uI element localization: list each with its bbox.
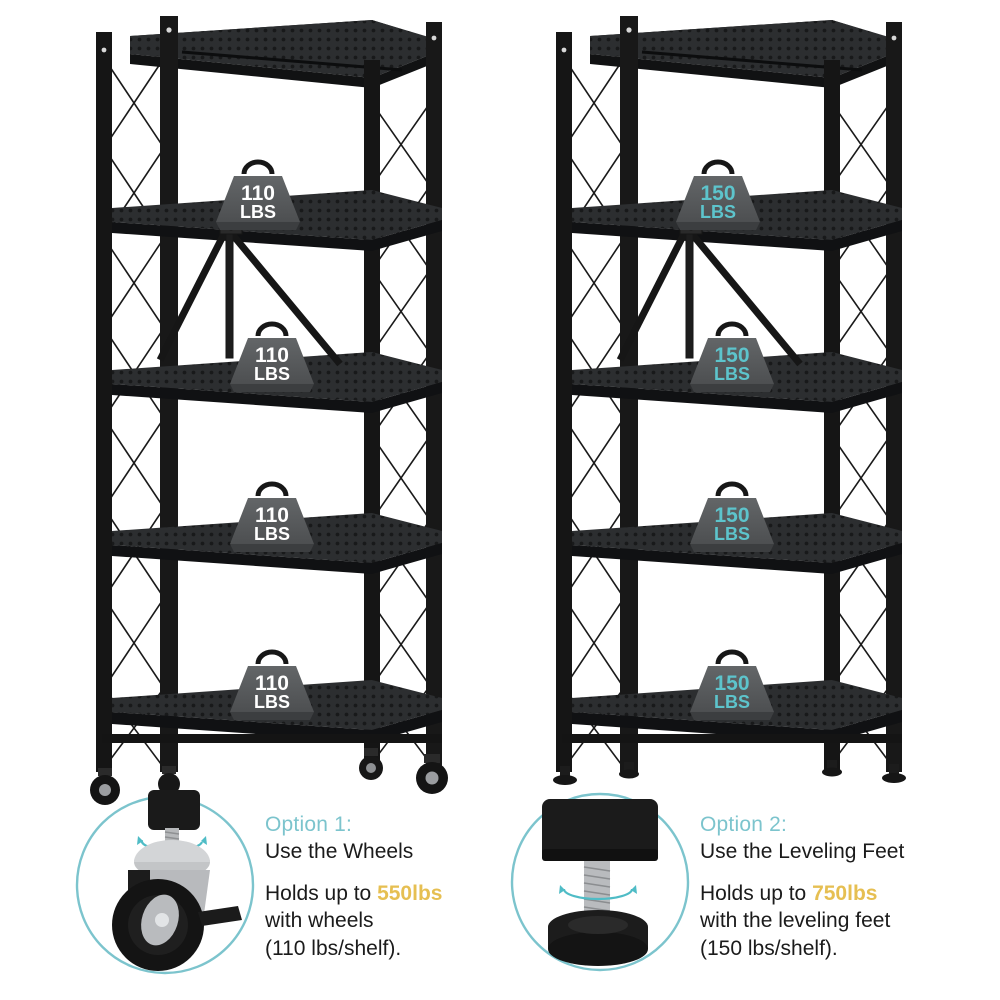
post-front-left (96, 32, 112, 772)
caster-wheel-rear-left (158, 766, 180, 795)
option-1-capacity-highlight: 550lbs (377, 881, 443, 905)
svg-text:110: 110 (255, 344, 289, 367)
leveling-foot-front-right (882, 764, 906, 783)
option-1-title: Option 1: (265, 813, 353, 836)
svg-text:LBS: LBS (700, 202, 736, 222)
post-front-right (886, 22, 902, 772)
option-2-body: Holds up to 750lbs with the leveling fee… (700, 880, 904, 963)
shelving-unit-left-svg: 110 LBS 110 LBS 110 LBS 110 (90, 16, 448, 805)
post-front-right (426, 22, 442, 772)
option-1-body: Holds up to 550lbs with wheels (110 lbs/… (265, 880, 442, 963)
svg-text:110: 110 (255, 504, 289, 527)
option-2-body-line3: (150 lbs/shelf). (700, 936, 838, 960)
weight-tag-tier3: 150 LBS (690, 481, 774, 552)
svg-text:110: 110 (241, 182, 275, 205)
svg-text:LBS: LBS (254, 692, 290, 712)
option-2-text: Option 2: Use the Leveling Feet Holds up… (700, 812, 904, 963)
leveling-foot-rear-left (619, 762, 639, 779)
option-2-body-prefix: Holds up to (700, 881, 813, 905)
weight-tag-tier2: 150 LBS (690, 321, 774, 392)
side-lattice-left (103, 57, 165, 769)
side-lattice-left (563, 57, 625, 769)
option-1-body-line2: with wheels (265, 909, 374, 933)
svg-text:LBS: LBS (714, 364, 750, 384)
teal-circle-outline (510, 792, 690, 972)
svg-text:150: 150 (714, 344, 749, 367)
shelving-unit-left: 110 LBS 110 LBS 110 LBS 110 (72, 8, 472, 808)
svg-text:150: 150 (714, 504, 749, 527)
shelf-tier-1 (130, 20, 432, 88)
option-1-body-line1: Holds up to 550lbs (265, 880, 442, 908)
caster-wheel-illustration (70, 790, 260, 990)
weight-tag-tier1: 110 LBS (216, 159, 300, 230)
svg-text:LBS: LBS (254, 364, 290, 384)
option-2-subtitle: Use the Leveling Feet (700, 840, 905, 864)
option-1-body-prefix: Holds up to (265, 881, 378, 905)
svg-text:110: 110 (255, 672, 289, 695)
svg-text:LBS: LBS (254, 524, 290, 544)
rotation-arrow-icon (559, 885, 637, 901)
weight-tag-tier1: 150 LBS (676, 159, 760, 230)
svg-text:LBS: LBS (714, 524, 750, 544)
caster-wheel-icon (75, 790, 255, 975)
post-front-left (556, 32, 572, 772)
shelving-unit-right: 150 LBS 150 LBS 150 LBS 150 (532, 8, 932, 808)
option-1-subtitle: Use the Wheels (265, 840, 414, 864)
weight-tag-tier3: 110 LBS (230, 481, 314, 552)
caster-wheel-rear-right (359, 748, 383, 780)
option-1-text: Option 1: Use the Wheels Holds up to 550… (265, 812, 442, 963)
leveling-foot-front-left (553, 766, 577, 785)
caster-wheel-front-right (416, 754, 448, 794)
shelf-tier-1 (590, 20, 892, 88)
weight-tag-tier4: 110 LBS (230, 649, 314, 720)
weight-tag-tier4: 150 LBS (690, 649, 774, 720)
svg-text:LBS: LBS (714, 692, 750, 712)
caster-wheel-front-left (90, 768, 120, 805)
shelving-unit-right-svg: 150 LBS 150 LBS 150 LBS 150 (553, 16, 906, 785)
option-2-body-line2: with the leveling feet (700, 909, 891, 933)
option-2-capacity-highlight: 750lbs (812, 881, 878, 905)
post-rear-right (364, 60, 380, 772)
option-1-body-line3: (110 lbs/shelf). (265, 936, 402, 960)
svg-text:LBS: LBS (240, 202, 276, 222)
option-2-title: Option 2: (700, 813, 788, 836)
leveling-foot-rear-right (822, 760, 842, 777)
weight-tag-tier2: 110 LBS (230, 321, 314, 392)
svg-text:150: 150 (714, 672, 749, 695)
leveling-foot-icon (510, 792, 690, 972)
option-2-body-line1: Holds up to 750lbs (700, 880, 904, 908)
leveling-foot-illustration (508, 785, 693, 985)
svg-text:150: 150 (700, 182, 735, 205)
post-rear-right (824, 60, 840, 772)
